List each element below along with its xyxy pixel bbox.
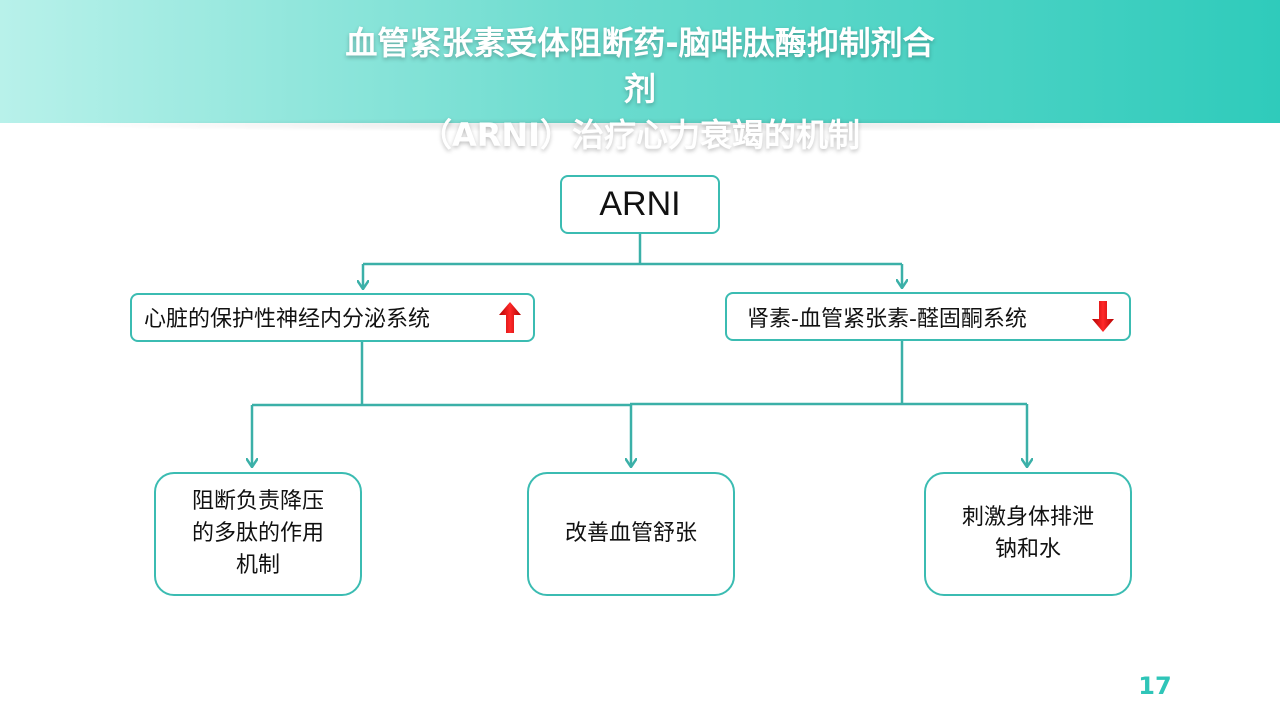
effect-line: 机制 bbox=[235, 553, 280, 578]
title-line: 血管紧张素受体阻断药-脑啡肽酶抑制剂合 bbox=[345, 24, 935, 62]
effect-node-3: 刺激身体排泄 钠和水 bbox=[924, 472, 1132, 596]
effect-node-1: 阻断负责降压 的多肽的作用 机制 bbox=[154, 472, 362, 596]
root-label: ARNI bbox=[599, 185, 681, 223]
page-title: 血管紧张素受体阻断药-脑啡肽酶抑制剂合 剂 （ARNI）治疗心力衰竭的机制 bbox=[240, 20, 1040, 158]
effect-node-2: 改善血管舒张 bbox=[527, 472, 735, 596]
effect-line: 钠和水 bbox=[994, 537, 1061, 562]
root-node: ARNI bbox=[560, 175, 720, 234]
effect-line: 改善血管舒张 bbox=[564, 521, 697, 546]
effect-label: 改善血管舒张 bbox=[565, 518, 697, 550]
effect-line: 的多肽的作用 bbox=[191, 521, 324, 546]
effect-line: 阻断负责降压 bbox=[191, 489, 324, 514]
left-branch-label: 心脏的保护性神经内分泌系统 bbox=[144, 307, 431, 332]
left-branch-node: 心脏的保护性神经内分泌系统 bbox=[130, 293, 535, 342]
page-number: 17 bbox=[1138, 672, 1172, 700]
right-branch-node: 肾素-血管紧张素-醛固酮系统 bbox=[725, 292, 1131, 341]
right-branch-label: 肾素-血管紧张素-醛固酮系统 bbox=[747, 306, 1027, 332]
effect-label: 刺激身体排泄 钠和水 bbox=[962, 502, 1094, 566]
down-arrow-icon bbox=[1092, 301, 1114, 332]
header-shadow bbox=[40, 118, 1240, 132]
effect-label: 阻断负责降压 的多肽的作用 机制 bbox=[192, 486, 324, 582]
title-line: 剂 bbox=[623, 70, 656, 108]
header-band bbox=[0, 0, 1280, 123]
up-arrow-icon bbox=[499, 302, 521, 333]
effect-line: 刺激身体排泄 bbox=[961, 505, 1094, 530]
title-line: （ARNI）治疗心力衰竭的机制 bbox=[419, 116, 861, 154]
